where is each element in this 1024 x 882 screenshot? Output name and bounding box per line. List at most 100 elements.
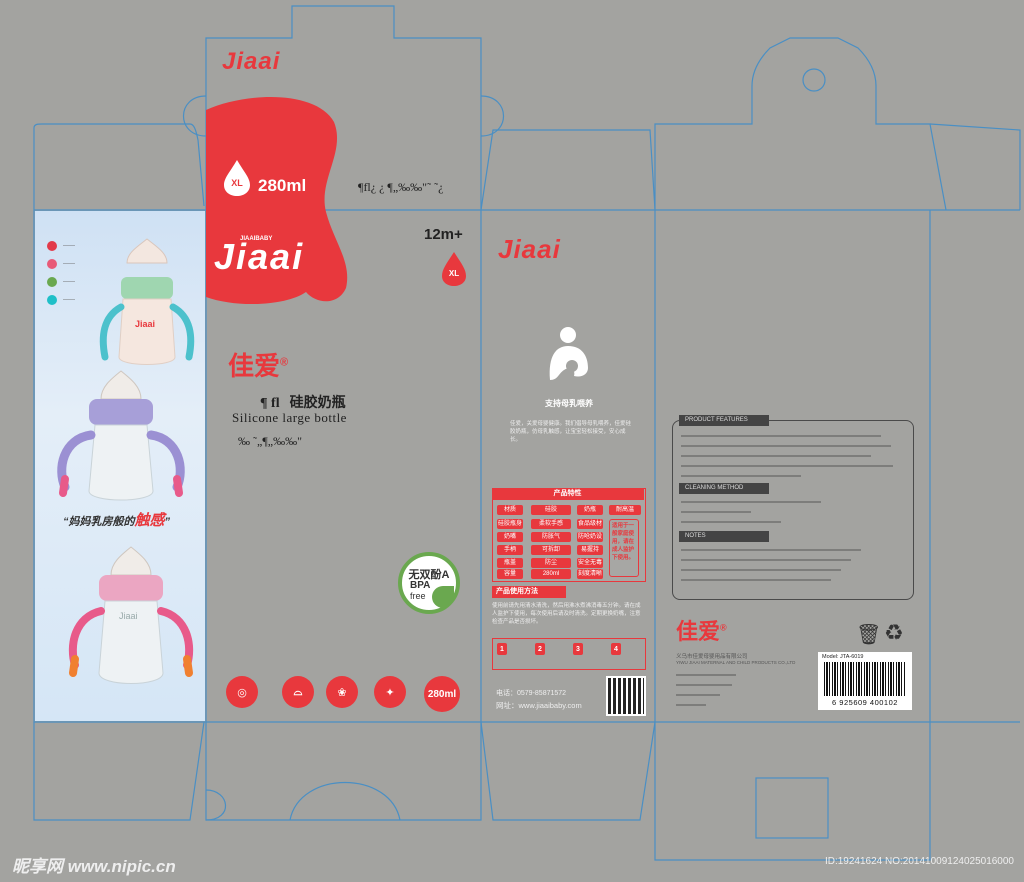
trash-icon: 🗑 [856,624,882,646]
section-notes-title: NOTES [679,531,769,542]
table-cell: 防胀气 [531,532,571,542]
table-cell: 容量 [497,569,523,579]
text-line [681,559,851,561]
color-swatch-cyan: —— [47,295,75,305]
table-cell: 材质 [497,505,523,515]
bpa-free: free [410,591,426,601]
table-cell: 280ml [531,569,571,579]
company-name-en: YIWU JIAAI MATERNAL AND CHILD PRODUCTS C… [676,660,796,665]
drop-badge-right-size: XL [448,269,460,278]
table-cell: 奶嘴 [497,532,523,542]
drop-badge-size: XL [231,178,243,188]
table-cell: 奶瓶 [577,505,603,515]
feature-icon-nipple: ⌓ [282,676,314,708]
info-box: PRODUCT FEATURES CLEANING METHOD NOTES [672,415,914,600]
table-note: 适用于一般家庭使用，请在成人监护下使用。 [609,519,639,577]
step4-icon: 4 [611,643,621,655]
intro-text: 佳爱，关爱母婴健康。我们倡导母乳喂养，佳爱硅胶奶瓶，仿母乳触感，让宝宝轻松接受，… [510,421,632,443]
middle-logo: Jiaai [498,234,561,264]
color-swatch-pink: —— [47,259,75,269]
text-line [681,579,831,581]
qr-code [606,676,646,716]
text-line [681,445,891,447]
slogan-post: ” [164,516,171,528]
website: 网址：www.jiaaibaby.com [496,701,582,710]
bpa-cn: 无双酚A [408,569,450,581]
text-line [681,569,841,571]
text-line [681,455,871,457]
en-product-name: Silicone large bottle [232,410,347,425]
feature-icon-anticolic: ◎ [226,676,258,708]
table-title: 产品特性 [491,487,644,500]
bubble-logo: Jiaai [214,236,305,277]
drop-badge-right: XL [440,250,468,288]
text-line [681,435,881,437]
table-cell: 柔软手感 [531,519,571,529]
drop-badge-front: XL [222,158,252,198]
bottle-purple-image [57,370,185,501]
garbled-line-1: ¶fl¿ ¿ ¶„‰‰"˜ ˜¿ [358,180,444,194]
side-panel: —— —— —— —— Jiaai “妈妈乳房般的触感” [35,211,205,721]
table-cell: 食品级材质 [577,519,603,529]
barcode-header: Model: JTA-6019 [822,654,864,660]
top-logo: Jiaai [222,48,281,75]
breastfeeding-label: 支持母乳喂养 [545,399,593,408]
bpa-en: BPA [410,580,431,591]
table-cell: 刻度清晰 [577,569,603,579]
phone: 电话：0579-85871572 [496,690,567,697]
back-brand-name: 佳爱 [676,619,721,644]
step3-icon: 3 [573,643,583,655]
color-swatch-red: —— [47,241,75,251]
company-name: 义乌市佳爱母婴用品有限公司 [676,654,748,660]
color-label: —— [63,243,75,249]
bottle-pink-image: Jiaai [68,546,194,684]
feature-icon-crystal: ✦ [374,676,406,708]
breastfeeding-icon [544,326,592,382]
table-cell: 可拆卸 [531,545,571,555]
usage-text: 使用前请先用清水清洗，然后用沸水煮沸消毒五分钟。请在成人监护下使用，每次使用后请… [492,603,641,625]
table-cell: 硅胶 [531,505,571,515]
front-capacity: 280ml [258,176,307,195]
section-cleaning-title: CLEANING METHOD [679,483,769,494]
bottle-green-image: Jiaai [99,238,195,365]
barcode-number: 6 925609 400102 [832,698,898,707]
barcode-bars [824,662,906,696]
cn-brand: 佳爱® [228,346,288,383]
table-cell: 安全无毒 [577,558,603,568]
color-label: —— [63,297,75,303]
bottle-logo: Jiaai [119,611,138,621]
bottle-logo: Jiaai [135,319,155,329]
cn-product-name: 硅胶奶瓶 [289,394,346,410]
color-legend: —— —— —— —— [47,241,75,305]
table-cell: 防呛奶设计 [577,532,603,542]
table-cell: 防尘 [531,558,571,568]
back-cn-brand: 佳爱® [676,614,727,646]
text-line [681,475,801,477]
step2-icon: 2 [535,643,545,655]
feature-table: 产品特性 材质 硅胶 奶瓶 耐高温 硅胶瓶身 柔软手感 食品级材质 奶嘴 防胀气… [491,487,646,582]
table-cell: 瓶盖 [497,558,523,568]
text-line [681,549,861,551]
barcode: Model: JTA-6019 6 925609 400102 [818,652,912,710]
size-marker: ¶ fl [260,396,280,411]
text-line [681,465,893,467]
age-label: 12m+ [424,226,463,243]
text-line [681,511,751,513]
garbled-line-2: ‰ ˜„¶„‰‰" [238,434,302,448]
text-line [676,694,720,696]
bubble-logo-small: JIAAIBABY [240,236,273,242]
text-line [681,521,781,523]
slogan-pre: “妈妈乳房般的 [63,516,135,528]
usage-icons: 1 2 3 4 [492,638,646,670]
section-features-title: PRODUCT FEATURES [679,415,769,426]
bottom-capacity: 280ml [424,676,460,712]
usage-title: 产品使用方法 [492,586,566,598]
watermark-right: ID:19241624 NO:20141009124025016000 [824,856,1014,867]
product-title: ¶ fl 硅胶奶瓶 [260,392,346,412]
recycle-icon: ♻ [884,620,904,645]
feature-icon-rabbit: ❀ [326,676,358,708]
watermark-left: 昵享网 www.nipic.cn [12,857,176,876]
slogan: “妈妈乳房般的触感” [63,509,170,530]
slogan-emphasis: 触感 [134,512,165,529]
